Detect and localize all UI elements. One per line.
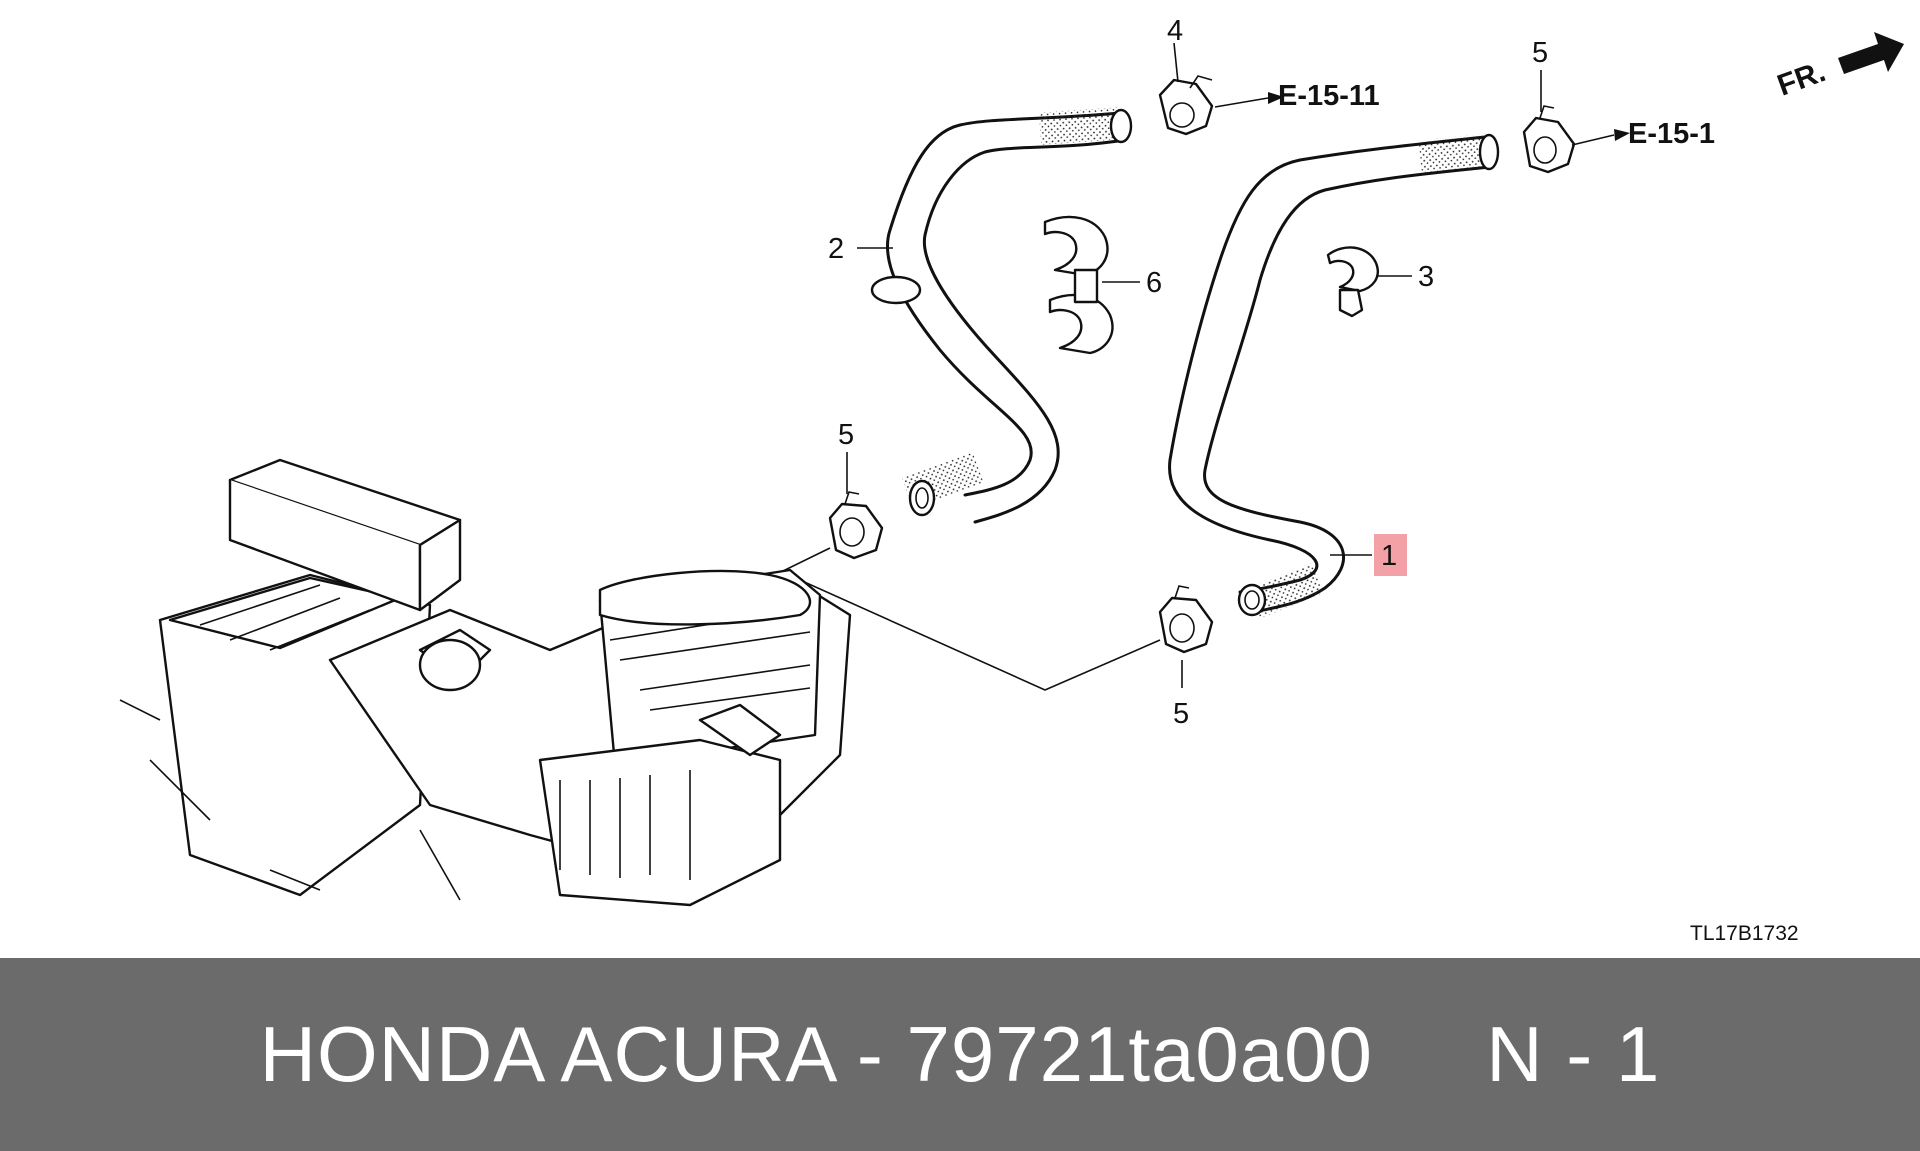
hvac-heater-unit — [119, 458, 852, 907]
hose-2[interactable] — [870, 107, 1133, 524]
clip-3[interactable] — [1326, 246, 1379, 318]
clamp-4[interactable] — [1158, 75, 1214, 136]
front-arrow-icon — [1838, 32, 1904, 74]
callout-1-highlight — [1374, 534, 1407, 576]
hose-1[interactable] — [1168, 133, 1500, 619]
clamp-5-middle[interactable] — [828, 491, 884, 560]
callout-5-middle: 5 — [838, 419, 854, 451]
drawing-code: TL17B1732 — [1690, 922, 1799, 945]
footer-bar: HONDA ACURA - 79721ta0a00 N - 1 — [0, 958, 1920, 1151]
ref-e-15-11: E-15-11 — [1278, 80, 1380, 112]
clamp-5-upper[interactable] — [1522, 105, 1576, 174]
callout-6: 6 — [1146, 267, 1162, 299]
parts-diagram: 4 5 2 6 3 5 5 1 E-15-11 E-15-1 FR. TL17B… — [119, 15, 1904, 945]
callout-5-lower: 5 — [1173, 698, 1189, 730]
ref-e-15-1: E-15-1 — [1628, 118, 1715, 150]
callout-4: 4 — [1167, 15, 1183, 47]
callout-2: 2 — [828, 233, 844, 265]
callout-5-upper: 5 — [1532, 37, 1548, 69]
callout-3: 3 — [1418, 261, 1434, 293]
clamp-5-lower[interactable] — [1158, 585, 1214, 654]
svg-text:FR.: FR. — [1773, 55, 1830, 103]
clip-6[interactable] — [1043, 215, 1114, 355]
part-number-caption: HONDA ACURA - 79721ta0a00 N - 1 — [259, 1010, 1661, 1098]
front-direction-marker: FR. — [1773, 32, 1904, 103]
callout-1: 1 — [1381, 540, 1397, 572]
